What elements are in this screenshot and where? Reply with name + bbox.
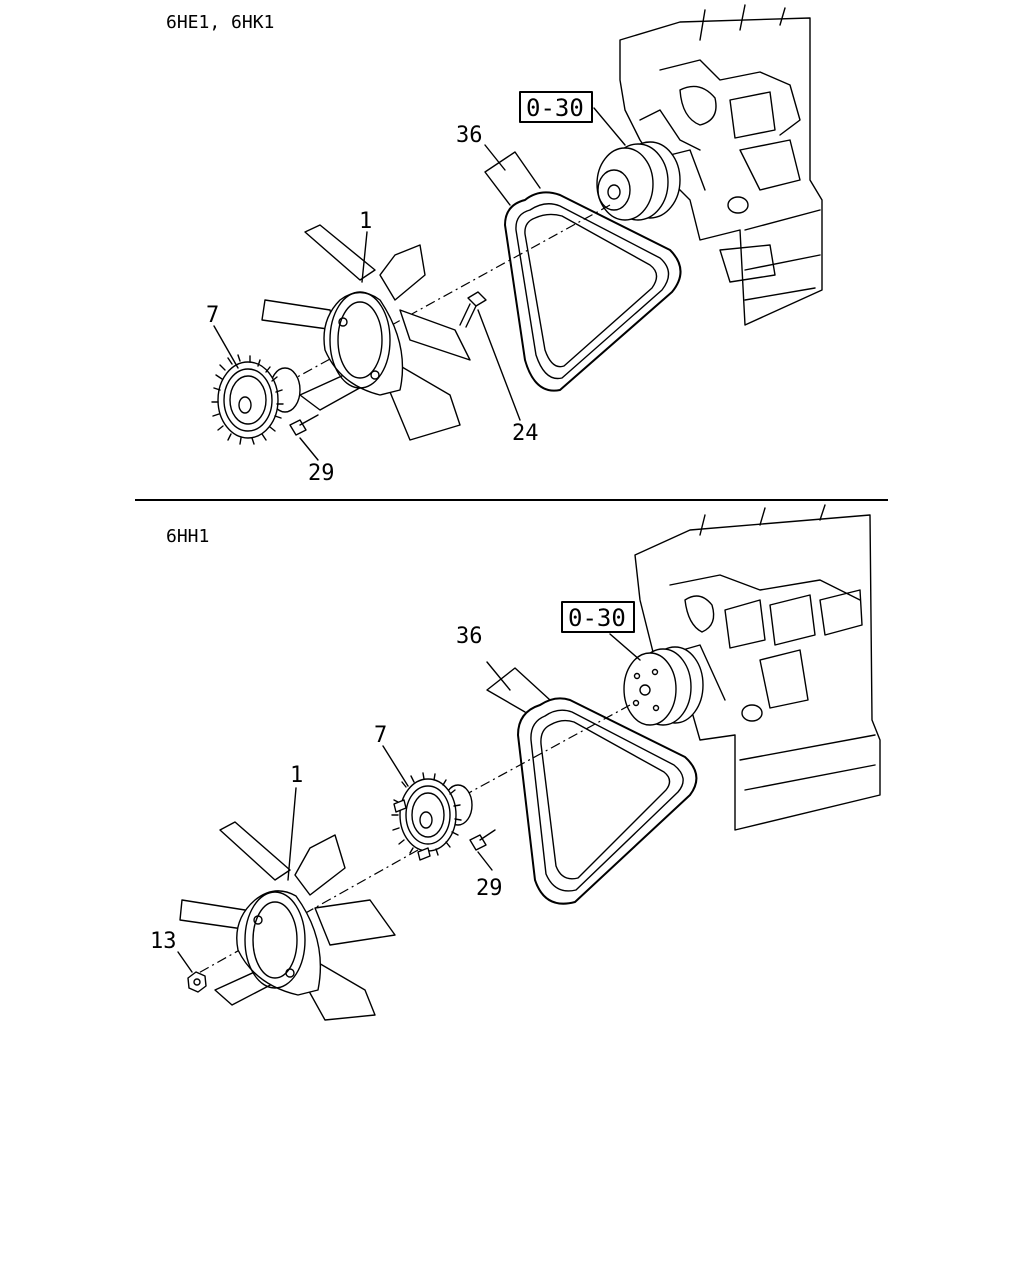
engine-block-1 xyxy=(619,4,823,326)
callout-belt-2: 36 xyxy=(456,624,483,649)
callout-nut-2: 13 xyxy=(150,929,177,954)
crankshaft-pulley-1 xyxy=(596,141,681,221)
bolt-29-2 xyxy=(469,829,496,851)
crankshaft-pulley-2 xyxy=(623,646,704,726)
cooling-fan-2 xyxy=(179,821,396,1021)
callout-fan-2: 1 xyxy=(290,763,303,788)
callout-bolt-b-2: 29 xyxy=(476,876,503,901)
section-header-2: 6HH1 xyxy=(166,526,209,547)
ref-box-2 xyxy=(561,601,635,633)
v-belt-1 xyxy=(504,191,682,392)
callout-clutch-2: 7 xyxy=(374,723,387,748)
section-6he1-6hk1: 6HE1, 6HK1 xyxy=(166,4,823,486)
cooling-fan-1 xyxy=(261,224,471,441)
v-belt-2 xyxy=(517,697,698,905)
bolt-24-1 xyxy=(459,291,487,328)
callout-belt-1: 36 xyxy=(456,123,483,148)
section-header-1: 6HE1, 6HK1 xyxy=(166,12,274,33)
fan-clutch-1 xyxy=(211,354,301,445)
ref-box-label-2: 0-30 xyxy=(568,604,626,632)
bolt-29-1 xyxy=(289,414,319,436)
ref-box-1 xyxy=(519,91,593,123)
callout-bolt-a-1: 24 xyxy=(512,421,539,446)
engine-block-2 xyxy=(634,504,881,831)
callout-bolt-b-1: 29 xyxy=(308,461,335,486)
nut-13-2 xyxy=(187,971,207,993)
callout-clutch-1: 7 xyxy=(206,303,219,328)
ref-box-label-1: 0-30 xyxy=(526,94,584,122)
section-6hh1: 6HH1 xyxy=(150,504,881,1021)
callout-fan-1: 1 xyxy=(359,209,372,234)
fan-clutch-2 xyxy=(391,772,473,861)
